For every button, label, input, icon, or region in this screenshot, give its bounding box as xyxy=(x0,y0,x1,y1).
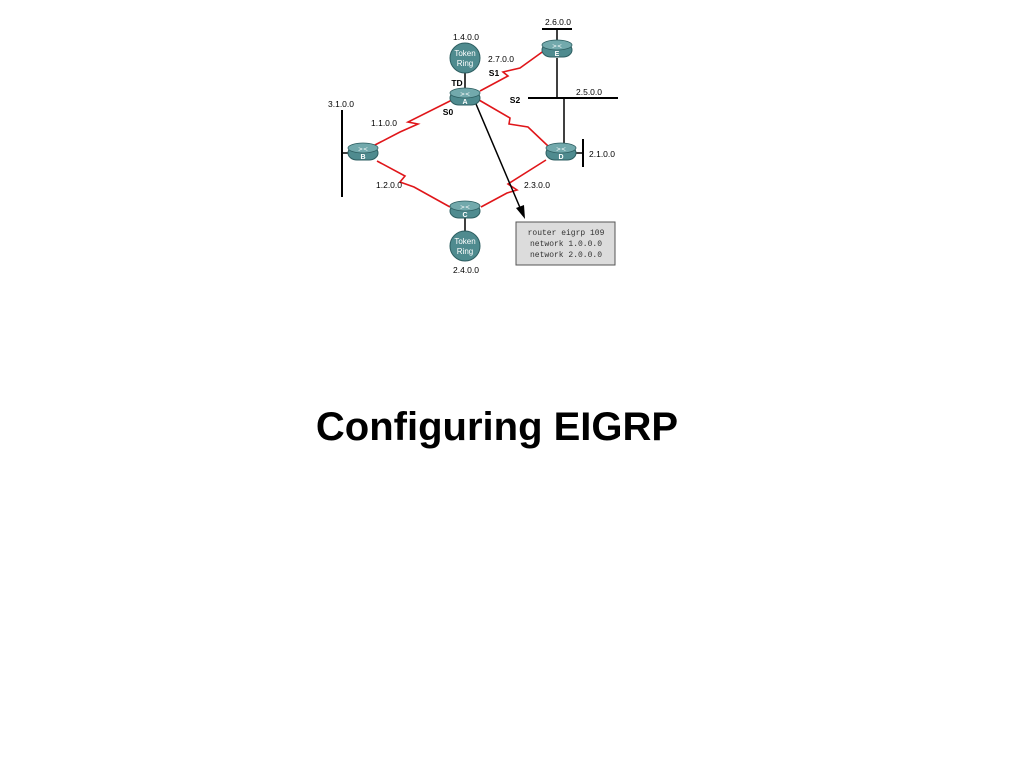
net-label-1-1: 1.1.0.0 xyxy=(371,118,397,128)
serial-b-c xyxy=(376,160,451,208)
config-line-2: network 1.0.0.0 xyxy=(530,240,602,249)
config-arrow xyxy=(475,103,522,211)
serial-a-d xyxy=(478,99,549,147)
slide-title: Configuring EIGRP xyxy=(315,405,679,449)
config-line-3: network 2.0.0.0 xyxy=(530,251,602,260)
iface-label-td: TD xyxy=(451,78,462,88)
router-a[interactable]: >< A xyxy=(449,87,481,106)
network-diagram: Token Ring Token Ring >< A >< B >< C xyxy=(328,17,618,275)
router-e[interactable]: >< E xyxy=(541,39,573,58)
net-label-2-5: 2.5.0.0 xyxy=(576,87,602,97)
net-label-2-1: 2.1.0.0 xyxy=(589,149,615,159)
router-e-label: E xyxy=(555,51,560,58)
token-ring-top: Token Ring xyxy=(449,42,481,74)
router-icon-arrows: >< xyxy=(460,91,470,98)
net-label-1-4: 1.4.0.0 xyxy=(453,32,479,42)
router-a-label: A xyxy=(462,99,467,106)
net-label-2-7: 2.7.0.0 xyxy=(488,54,514,64)
router-d-label: D xyxy=(558,154,563,161)
router-icon-arrows: >< xyxy=(358,146,368,153)
net-label-3-1: 3.1.0.0 xyxy=(328,99,354,109)
net-label-2-3: 2.3.0.0 xyxy=(524,180,550,190)
serial-a-b xyxy=(372,99,453,147)
net-label-2-4: 2.4.0.0 xyxy=(453,265,479,275)
serial-links xyxy=(372,49,549,208)
token-ring-top-line1: Token xyxy=(454,49,475,58)
serial-c-d xyxy=(480,159,547,208)
iface-label-s0: S0 xyxy=(443,107,454,117)
iface-label-s2: S2 xyxy=(510,95,521,105)
iface-label-s1: S1 xyxy=(489,68,500,78)
router-b[interactable]: >< B xyxy=(347,142,379,161)
token-ring-top-line2: Ring xyxy=(457,59,473,68)
token-ring-bottom-line1: Token xyxy=(454,237,475,246)
token-ring-bottom-line2: Ring xyxy=(457,247,473,256)
net-label-1-2: 1.2.0.0 xyxy=(376,180,402,190)
config-box: router eigrp 109 network 1.0.0.0 network… xyxy=(515,221,616,266)
net-label-2-6: 2.6.0.0 xyxy=(545,17,571,27)
router-b-label: B xyxy=(360,154,365,161)
serial-a-e xyxy=(479,49,546,92)
config-line-1: router eigrp 109 xyxy=(528,229,605,238)
router-c[interactable]: >< C xyxy=(449,200,481,219)
token-ring-bottom: Token Ring xyxy=(449,230,481,262)
router-d[interactable]: >< D xyxy=(545,142,577,161)
router-icon-arrows: >< xyxy=(552,43,562,50)
router-icon-arrows: >< xyxy=(556,146,566,153)
router-c-label: C xyxy=(462,212,467,219)
config-arrowhead xyxy=(516,205,525,219)
router-icon-arrows: >< xyxy=(460,204,470,211)
